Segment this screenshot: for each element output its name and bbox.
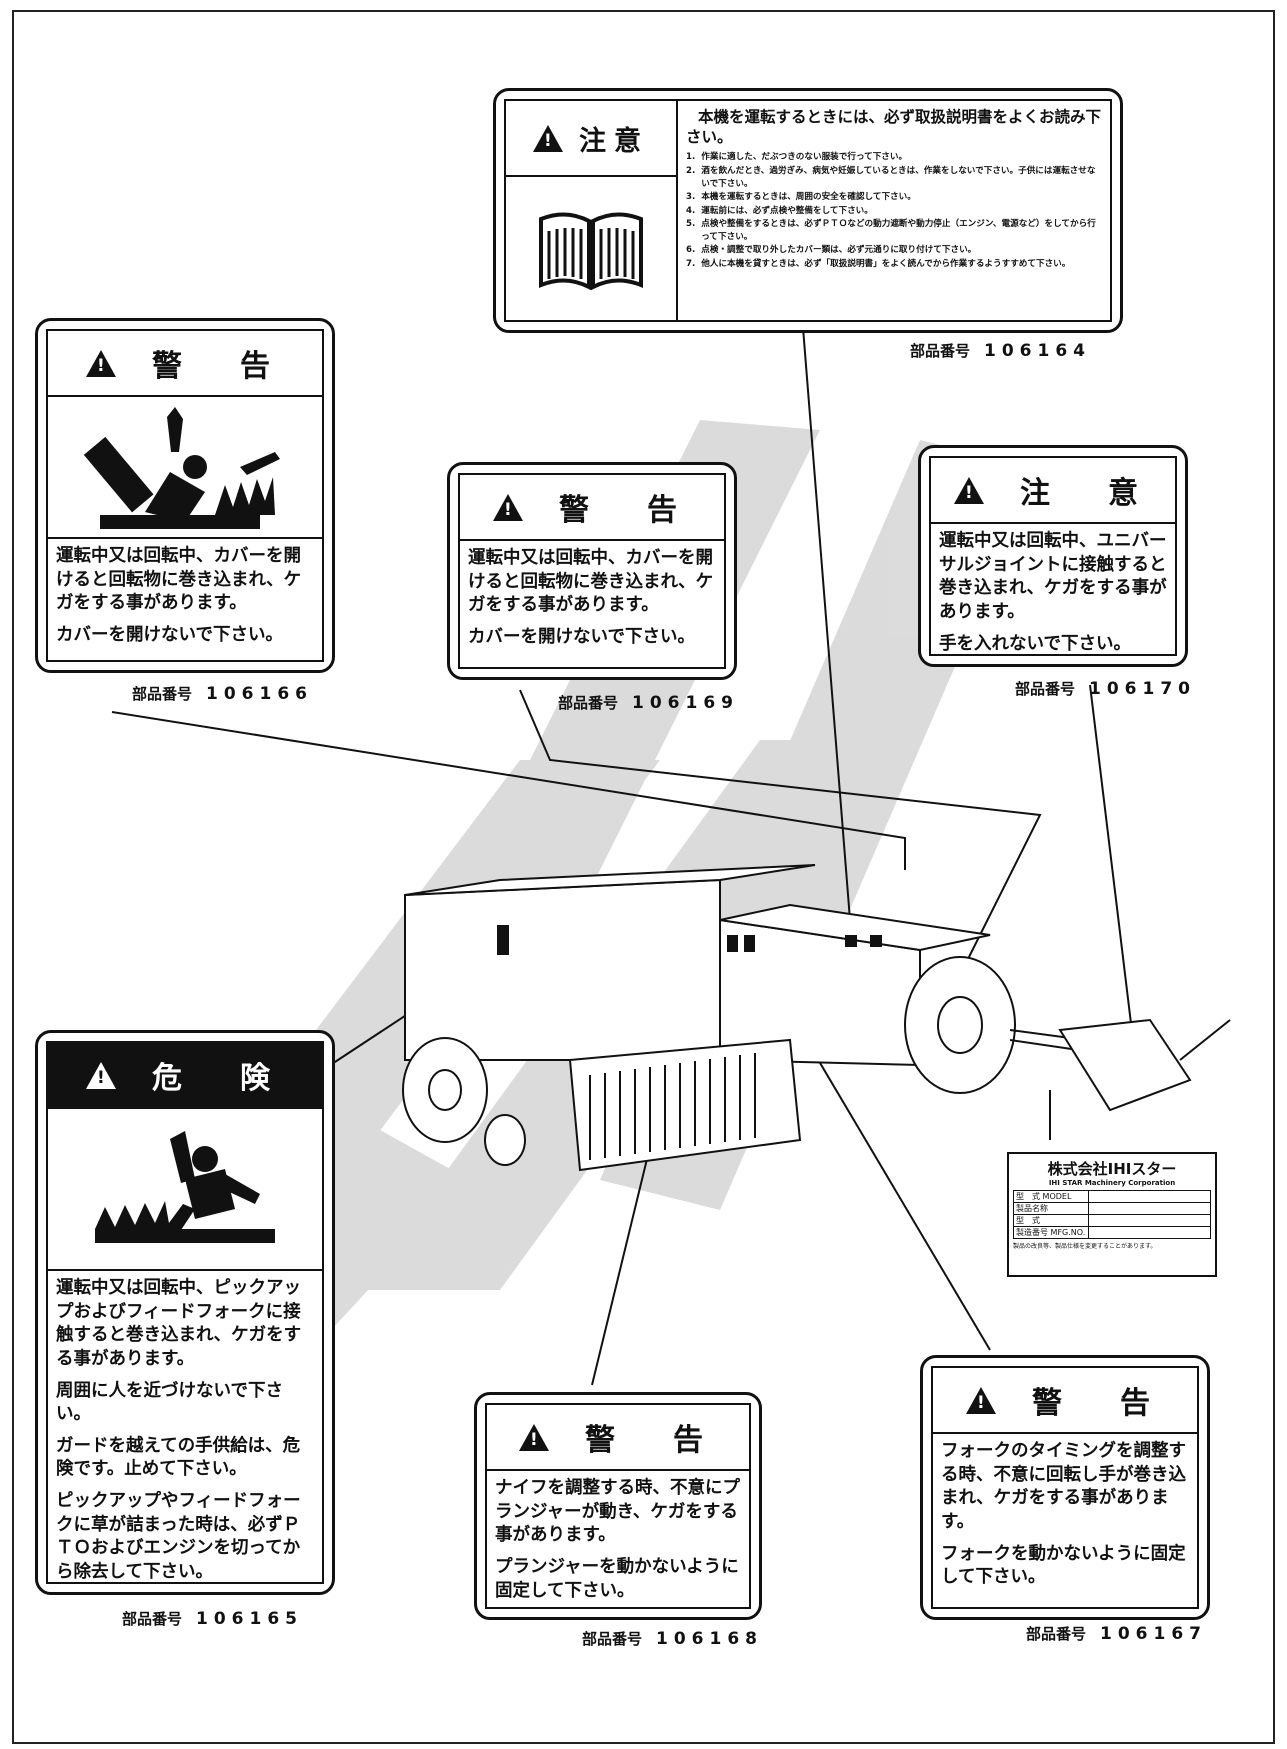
instruction-text: カバーを開けないで下さい。 (56, 624, 283, 645)
manual-caution-label: 注意 (493, 88, 1123, 333)
table-row: 型 式 (1013, 1214, 1212, 1227)
instruction-text: 手を入れないで下さい。 (939, 633, 1131, 654)
signal-word: 注意 (579, 125, 649, 157)
company-name-en: IHI STAR Machinery Corporation (1048, 1179, 1176, 1187)
warning-label-106168: 警 告 ナイフを調整する時、不意にプランジャーが動き、ケガをする事があります。 … (474, 1392, 762, 1620)
caution-text: 運転中又は回転中、ユニバーサルジョイントに接触すると巻き込まれ、ケガをする事があ… (939, 531, 1167, 622)
page-frame (12, 10, 1275, 1744)
instruction-text: プランジャーを動かないように固定して下さい。 (495, 1556, 739, 1601)
warning-label-106166: 警 告 運転中又は回転中、カバーを開けると回転物に巻き込まれ、ケガをする事があり… (35, 318, 335, 673)
instruction-text: カバーを開けないで下さい。 (468, 626, 695, 647)
warning-triangle-icon (86, 1061, 116, 1089)
table-row: 型 式 MODEL (1013, 1190, 1212, 1203)
list-item: 2.酒を飲んだとき、過労ぎみ、病気や妊娠しているときは、作業をしないで下さい。子… (686, 165, 1096, 189)
warning-triangle-icon (966, 1386, 996, 1414)
warning-text: 運転中又は回転中、カバーを開けると回転物に巻き込まれ、ケガをする事があります。 (468, 548, 714, 616)
warning-text: フォークのタイミングを調整する時、不意に回転し手が巻き込まれ、ケガをする事があり… (941, 1441, 1186, 1532)
signal-word: 警 告 (152, 349, 284, 384)
manual-intro-text: 本機を運転するときには、必ず取扱説明書をよくお読み下さい。 (686, 108, 1102, 147)
warning-triangle-icon (86, 349, 116, 377)
list-item: 5.点検や整備をするときは、必ずＰＴＯなどの動力遮断や動力停止（エンジン、電源な… (686, 218, 1096, 243)
table-row: 製造番号 MFG.NO. (1013, 1226, 1212, 1239)
warning-triangle-icon (519, 1423, 549, 1451)
manual-signal-header: 注意 (506, 101, 676, 177)
warning-triangle-icon (954, 476, 984, 504)
list-item: 7.他人に本機を貸すときは、必ず「取扱説明書」をよく読んでから作業するようすすめ… (686, 258, 1071, 269)
manual-instruction-list: 1.作業に適した、だぶつきのない服装で行って下さい。 2.酒を飲んだとき、過労ぎ… (686, 151, 1102, 271)
warning-triangle-icon (493, 493, 523, 521)
list-item: 1.作業に適した、だぶつきのない服装で行って下さい。 (686, 152, 908, 163)
warning-label-106167: 警 告 フォークのタイミングを調整する時、不意に回転し手が巻き込まれ、ケガをする… (920, 1355, 1210, 1620)
person-falling-icon (48, 1109, 322, 1271)
warning-text: 運転中又は回転中、カバーを開けると回転物に巻き込まれ、ケガをする事があります。 (56, 546, 302, 614)
nameplate-footer: 製品の改良等、製品仕様を変更することがあります。 (1013, 1243, 1157, 1250)
person-entangled-icon (48, 397, 322, 539)
warning-triangle-icon (533, 124, 563, 152)
list-item: 3.本機を運転するときは、周囲の安全を確認して下さい。 (686, 192, 916, 203)
nameplate-table: 型 式 MODEL 製品名称 型 式 製造番号 MFG.NO. (1013, 1190, 1212, 1239)
signal-header: 警 告 (48, 331, 322, 397)
signal-header: 警 告 (487, 1405, 749, 1471)
instruction-text: フォークを動かないように固定して下さい。 (941, 1543, 1186, 1588)
instruction-text: 周囲に人を近づけないで下さい。 (56, 1380, 283, 1425)
open-book-icon (539, 212, 643, 290)
signal-word: 警 告 (559, 493, 691, 528)
list-item: 6.点検・調整で取り外したカバー類は、必ず元通りに取り付けて下さい。 (686, 245, 977, 256)
manufacturer-nameplate: 株式会社IHIスター IHI STAR Machinery Corporatio… (1007, 1152, 1217, 1277)
signal-word: 警 告 (585, 1423, 717, 1458)
signal-header: 注 意 (931, 458, 1175, 524)
company-name: 株式会社IHIスター (1047, 1160, 1177, 1178)
signal-header: 警 告 (933, 1368, 1197, 1434)
instruction-text: ガードを越えての手供給は、危険です。止めて下さい。 (56, 1435, 301, 1480)
signal-word: 警 告 (1032, 1386, 1164, 1421)
table-row: 製品名称 (1013, 1202, 1212, 1215)
signal-word: 注 意 (1020, 476, 1152, 511)
caution-label-106170: 注 意 運転中又は回転中、ユニバーサルジョイントに接触すると巻き込まれ、ケガをす… (918, 445, 1188, 667)
signal-header: 警 告 (460, 475, 724, 541)
danger-text: 運転中又は回転中、ピックアップおよびフィードフォークに接触すると巻き込まれ、ケガ… (56, 1278, 302, 1369)
danger-label-106165: 危 険 運転中又は回転中、ピックアップおよびフィードフォークに接触すると巻き込ま… (35, 1030, 335, 1595)
signal-word: 危 険 (152, 1061, 284, 1096)
list-item: 4.運転前には、必ず点検や整備をして下さい。 (686, 205, 873, 216)
warning-label-106169: 警 告 運転中又は回転中、カバーを開けると回転物に巻き込まれ、ケガをする事があり… (447, 462, 737, 680)
warning-text: ナイフを調整する時、不意にプランジャーが動き、ケガをする事があります。 (495, 1478, 740, 1546)
signal-header: 危 険 (48, 1043, 322, 1109)
instruction-text: ピックアップやフィードフォークに草が詰まった時は、必ずＰＴＯおよびエンジンを切っ… (56, 1491, 301, 1582)
